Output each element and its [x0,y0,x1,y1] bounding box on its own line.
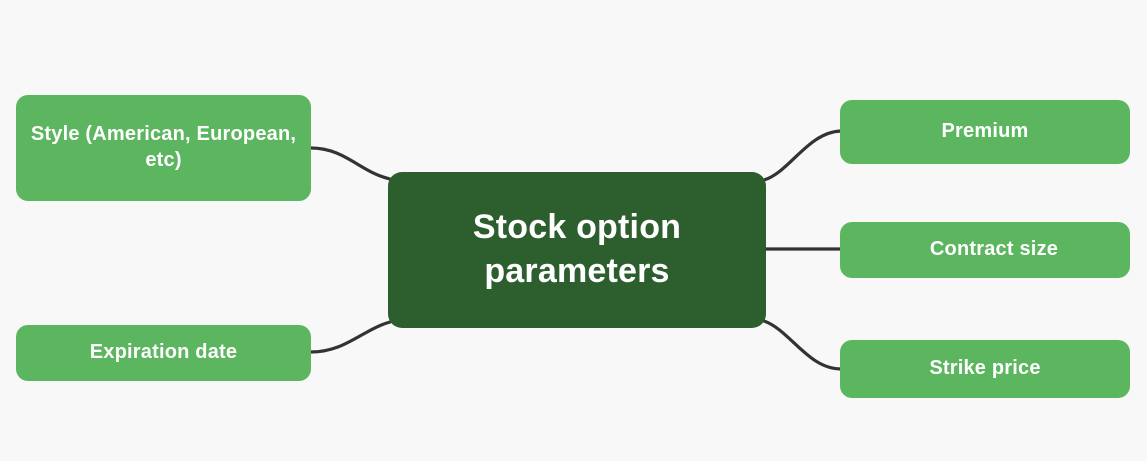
branch-node-strike-price-label: Strike price [929,357,1041,380]
connector-root-to-expiration [309,320,392,354]
branch-node-strike-price[interactable]: Strike price [840,340,1130,398]
root-node-label: Stock option parameters [472,208,682,290]
connector-root-to-style [309,146,392,181]
connector-root-to-strike-price [762,319,843,371]
connector-root-to-premium [762,129,843,182]
branch-node-premium[interactable]: Premium [840,100,1130,164]
branch-node-contract-size[interactable]: Contract size [840,222,1130,278]
branch-node-premium-label: Premium [941,120,1029,143]
branch-node-contract-size-label: Contract size [929,238,1059,261]
branch-node-style-label: Style (American, European, etc) [30,123,297,171]
branch-node-expiration-date[interactable]: Expiration date [16,325,311,381]
root-node-stock-option-parameters[interactable]: Stock option parameters [388,172,766,328]
branch-node-expiration-date-label: Expiration date [89,341,238,364]
branch-node-style[interactable]: Style (American, European, etc) [16,95,311,201]
